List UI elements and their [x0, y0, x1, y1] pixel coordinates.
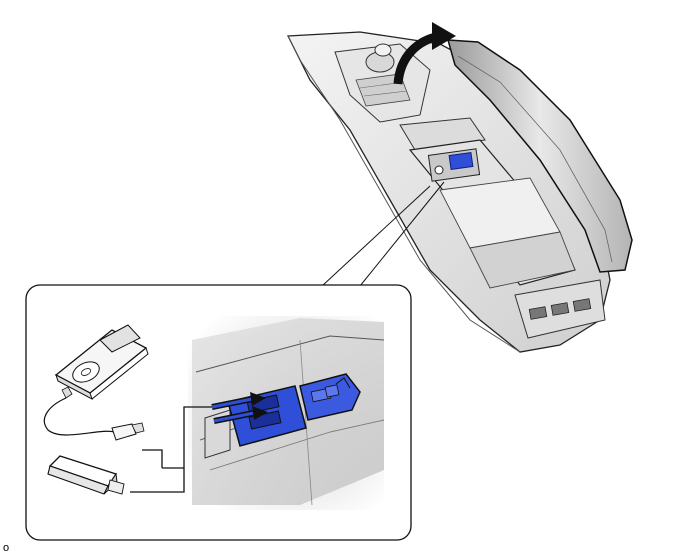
- aux-jack: [434, 165, 444, 175]
- detail-callout: [25, 284, 412, 541]
- console-left-trim: [287, 35, 521, 353]
- closeup-inset: [188, 316, 385, 510]
- corner-label: o: [3, 542, 10, 554]
- media-player-icon: [43, 324, 149, 441]
- center-console: [286, 22, 633, 353]
- usb-flash-drive-icon: [47, 455, 125, 495]
- armrest-lid: [446, 39, 633, 273]
- callout-leader-lines: [321, 181, 445, 287]
- rear-vents: [514, 279, 606, 339]
- device-bracket-lines: [130, 406, 212, 493]
- usb-port-highlight: [448, 151, 474, 171]
- curved-arrow-icon: [393, 22, 456, 85]
- storage-compartment: [408, 139, 576, 289]
- insert-arrow-icon: [211, 392, 268, 424]
